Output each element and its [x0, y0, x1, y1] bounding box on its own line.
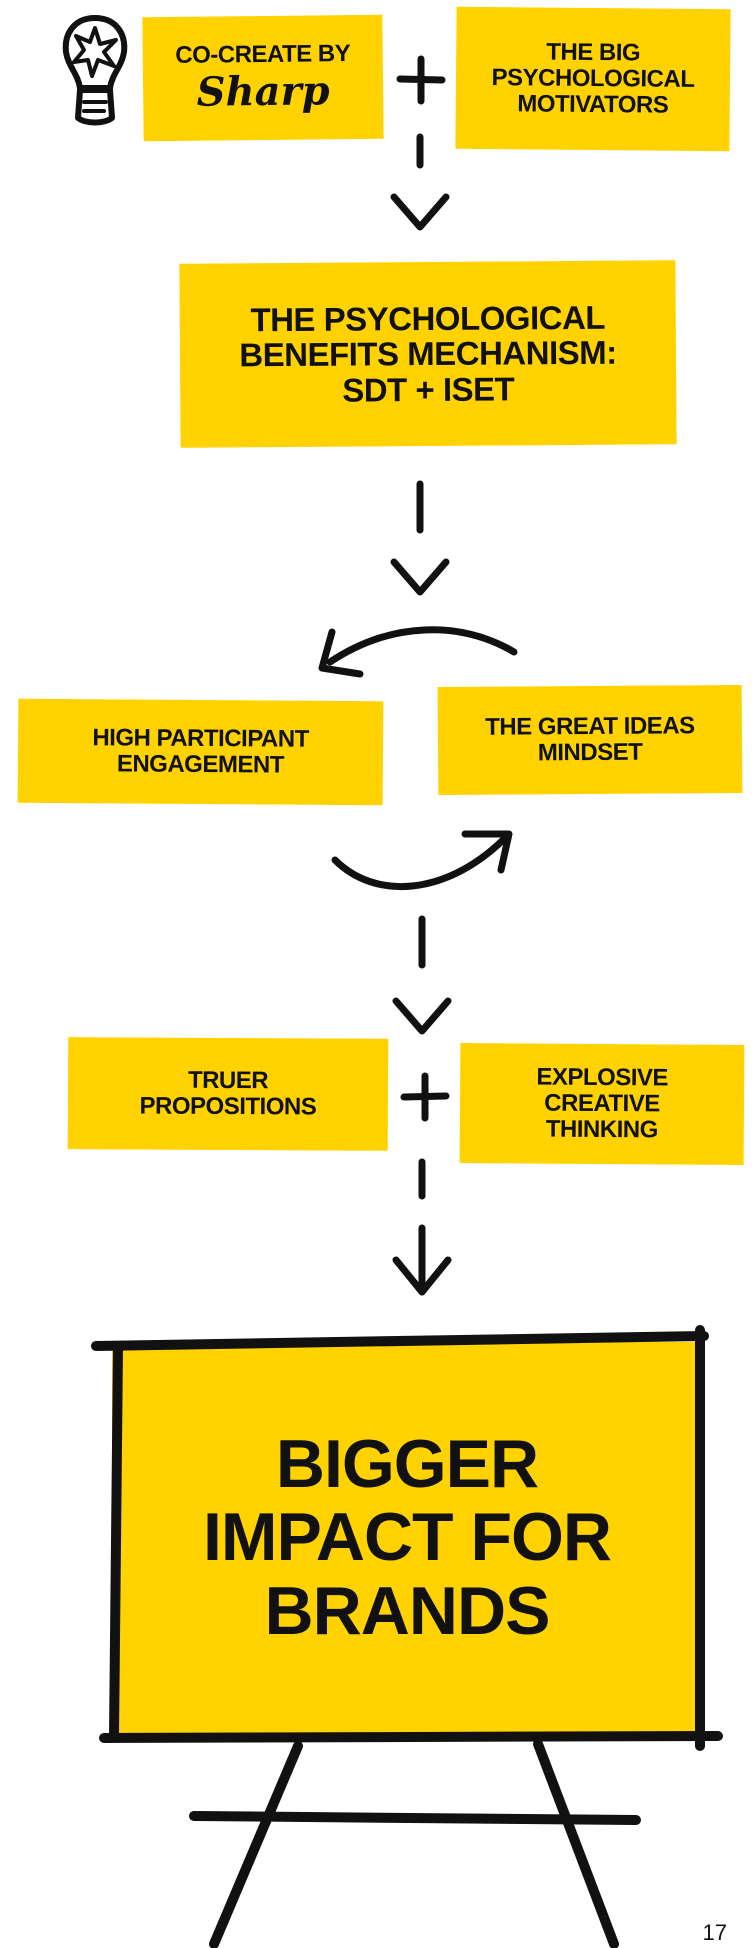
page-number: 17	[702, 1920, 727, 1945]
creative-line-1: EXPLOSIVE	[536, 1063, 669, 1092]
mindset-line-1: THE GREAT IDEAS	[485, 712, 695, 741]
impact-line-3: BRANDS	[264, 1572, 551, 1649]
mindset-line-2: MINDSET	[537, 738, 643, 767]
easel-icon	[91, 1325, 723, 1948]
curved-arrow-right	[331, 830, 513, 890]
engagement-box: HIGH PARTICIPANT ENGAGEMENT	[17, 698, 384, 806]
motivators-line-3: MOTIVATORS	[517, 90, 669, 119]
motivators-line-1: THE BIG	[546, 38, 641, 67]
impact-line-1: BIGGER	[275, 1425, 539, 1502]
creative-line-3: THINKING	[545, 1115, 658, 1144]
impact-line-2: IMPACT FOR	[202, 1499, 612, 1576]
propositions-line-1: TRUER	[187, 1066, 269, 1095]
dashed-down-arrow	[392, 915, 452, 1035]
sharp-brand-wordmark: Sharp	[196, 67, 330, 117]
cocreate-box: CO-CREATE BY Sharp	[142, 14, 384, 142]
creative-line-2: CREATIVE	[544, 1089, 660, 1118]
propositions-line-2: PROPOSITIONS	[139, 1092, 317, 1121]
mechanism-line-2: BENEFITS MECHANISM:	[239, 333, 617, 374]
propositions-box: TRUER PROPOSITIONS	[67, 1037, 389, 1151]
curved-arrow-left	[318, 626, 518, 678]
dashed-down-arrow	[392, 1158, 452, 1296]
plus-operator-middle	[400, 1072, 450, 1122]
lightbulb-icon	[62, 15, 128, 126]
cocreate-label: CO-CREATE BY	[175, 40, 351, 70]
mechanism-box: THE PSYCHOLOGICAL BENEFITS MECHANISM: SD…	[179, 260, 677, 448]
engagement-line-1: HIGH PARTICIPANT	[92, 724, 309, 753]
mechanism-line-3: SDT + ISET	[342, 370, 515, 409]
dashed-down-arrow	[390, 133, 450, 231]
motivators-box: THE BIG PSYCHOLOGICAL MOTIVATORS	[455, 6, 731, 152]
creative-box: EXPLOSIVE CREATIVE THINKING	[459, 1043, 745, 1165]
impact-board: BIGGER IMPACT FOR BRANDS	[112, 1342, 702, 1734]
mindset-box: THE GREAT IDEAS MINDSET	[437, 684, 743, 796]
motivators-line-2: PSYCHOLOGICAL	[491, 64, 695, 93]
mechanism-line-1: THE PSYCHOLOGICAL	[250, 298, 606, 338]
engagement-line-2: ENGAGEMENT	[116, 750, 285, 779]
plus-operator-top	[396, 55, 446, 105]
dashed-down-arrow	[390, 480, 450, 596]
